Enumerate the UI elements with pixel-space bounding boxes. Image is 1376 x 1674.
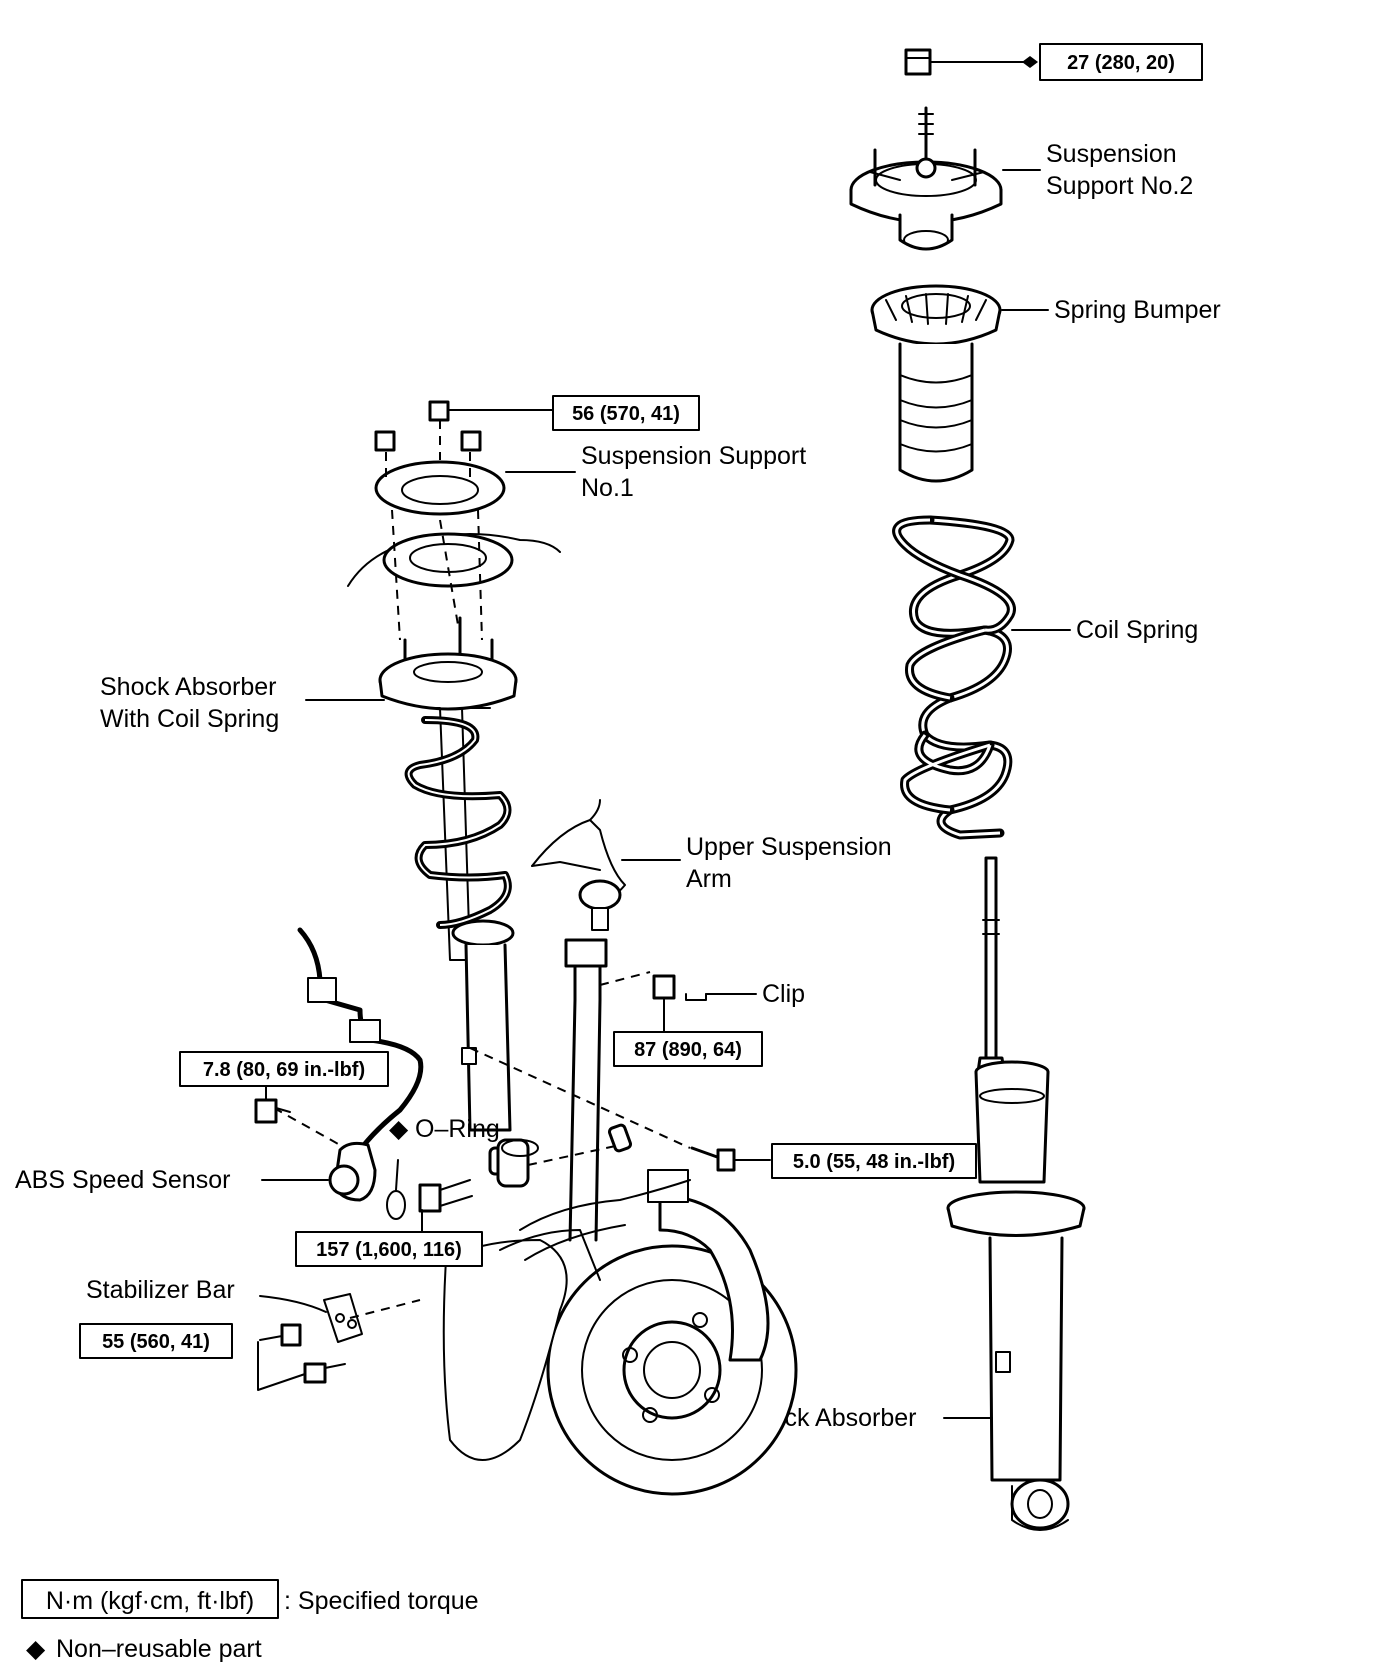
label-suspension-support-no2-line1: Suspension	[1046, 140, 1177, 168]
spring-bumper	[870, 284, 1049, 483]
lower-bolt	[418, 1123, 632, 1213]
torque-box-87: 87 (890, 64)	[613, 1031, 763, 1067]
label-stabilizer-bar: Stabilizer Bar	[86, 1276, 235, 1304]
torque-box-55: 55 (560, 41)	[79, 1323, 233, 1359]
svg-text:5.0 (55, 48 in.-lbf): 5.0 (55, 48 in.-lbf)	[793, 1151, 955, 1173]
torque-box-7-8: 7.8 (80, 69 in.-lbf)	[179, 1051, 389, 1087]
legend-nonreusable: Non–reusable part	[56, 1635, 262, 1663]
brake-hose-bolt	[469, 1047, 771, 1172]
knuckle-and-brake-disc	[442, 938, 798, 1496]
svg-text:56 (570, 41): 56 (570, 41)	[572, 403, 680, 425]
suspension-support-no2	[849, 106, 1041, 251]
shock-absorber-with-coil-spring	[305, 616, 518, 1132]
label-spring-bumper: Spring Bumper	[1054, 296, 1221, 324]
label-coil-spring: Coil Spring	[1076, 616, 1198, 644]
label-suspension-support-no2-line2: Support No.2	[1046, 172, 1193, 200]
torque-box-5: 5.0 (55, 48 in.-lbf)	[771, 1143, 977, 1179]
legend-diamond: ◆	[26, 1635, 46, 1663]
legend-unit: N·m (kgf·cm, ft·lbf)	[46, 1587, 254, 1615]
label-o-ring: O–Ring	[415, 1115, 500, 1143]
svg-text:55 (560, 41): 55 (560, 41)	[102, 1331, 210, 1353]
svg-text:87 (890, 64): 87 (890, 64)	[634, 1039, 742, 1061]
clip-and-nut	[599, 971, 757, 1033]
stabilizer-bar-link	[257, 1293, 421, 1391]
o-ring	[386, 1159, 406, 1220]
body-panel	[347, 509, 561, 641]
torque-box-157: 157 (1,600, 116)	[295, 1231, 483, 1267]
legend-torque-desc: : Specified torque	[284, 1587, 479, 1615]
label-upper-suspension-arm-line1: Upper Suspension	[686, 833, 892, 861]
o-ring-nonreusable-mark: ◆	[389, 1115, 409, 1143]
coil-spring-right	[892, 515, 1071, 840]
label-upper-suspension-arm-line2: Arm	[686, 865, 732, 893]
svg-text:157 (1,600, 116): 157 (1,600, 116)	[316, 1239, 462, 1261]
suspension-support-no1	[374, 420, 576, 516]
label-suspension-support-no1-line1: Suspension Support	[581, 442, 806, 470]
svg-text:7.8 (80, 69 in.-lbf): 7.8 (80, 69 in.-lbf)	[203, 1059, 365, 1081]
shock-absorber-right	[943, 856, 1086, 1531]
abs-speed-sensor	[254, 927, 424, 1202]
label-clip: Clip	[762, 980, 805, 1008]
top-nut	[904, 48, 1038, 76]
torque-box-27: 27 (280, 20)	[1039, 43, 1203, 81]
label-shock-absorber-with-coil-spring-line1: Shock Absorber	[100, 673, 277, 701]
svg-text:27 (280, 20): 27 (280, 20)	[1067, 52, 1175, 74]
legend: N·m (kgf·cm, ft·lbf) : Specified torque …	[21, 1579, 479, 1663]
label-suspension-support-no1-line2: No.1	[581, 474, 634, 502]
legend-torque-box	[21, 1579, 279, 1619]
label-abs-speed-sensor: ABS Speed Sensor	[15, 1166, 230, 1194]
torque-box-56: 56 (570, 41)	[552, 395, 700, 431]
upper-suspension-arm	[531, 799, 681, 931]
label-shock-absorber-with-coil-spring-line2: With Coil Spring	[100, 705, 279, 733]
support1-nuts	[374, 400, 553, 452]
